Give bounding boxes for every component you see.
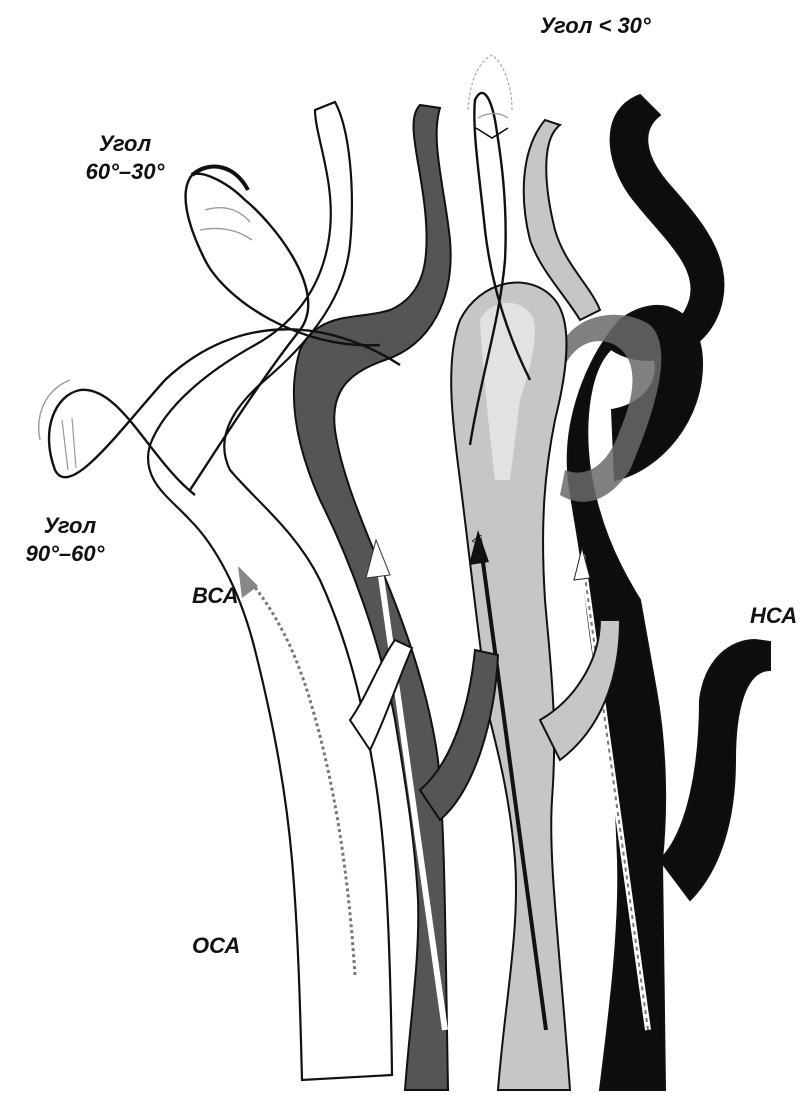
label-angle-60-30-range: 60°–30° — [60, 158, 190, 186]
vessel-black-coil — [560, 95, 770, 1090]
label-eca: НСА — [750, 602, 797, 630]
label-angle-60-30-word: Угол — [70, 130, 180, 158]
label-angle-90-60-range: 90°–60° — [0, 540, 130, 568]
label-angle-90-60-word: Угол — [20, 512, 120, 540]
label-cca: ОСА — [192, 932, 240, 960]
label-ica: ВСА — [192, 582, 239, 610]
label-angle-lt30: Угол < 30° — [540, 12, 651, 40]
